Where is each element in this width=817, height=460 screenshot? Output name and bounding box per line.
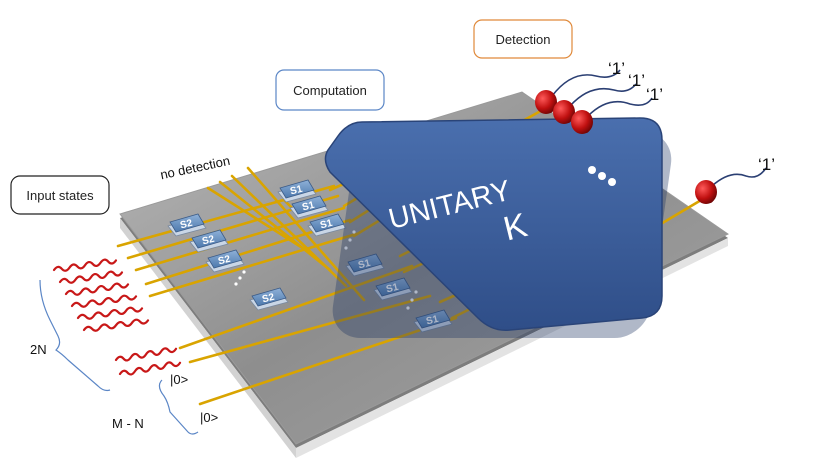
chip-s1: S1	[373, 277, 413, 301]
chip-label: S2	[261, 292, 276, 306]
chip-s2: S2	[249, 287, 289, 311]
unitary-shape	[324, 117, 663, 331]
chip-s1: S1	[277, 179, 317, 203]
chip-s1: S1	[289, 195, 329, 219]
chip-s1: S1	[307, 213, 347, 237]
waveguide-line	[246, 166, 366, 302]
chip-top	[279, 179, 315, 199]
chip-ellipsis-dot	[344, 246, 348, 250]
two-n-label: 2N	[30, 342, 47, 357]
photon-wave	[52, 258, 118, 272]
waveguide-line	[198, 316, 458, 406]
detector-head	[571, 110, 593, 134]
waveguide-line	[178, 264, 414, 350]
detector-output-label-1: ‘1’	[608, 59, 625, 78]
waveguide-line	[188, 294, 432, 364]
chip-s1: S1	[413, 309, 453, 333]
detector-head	[553, 100, 575, 124]
detector-wire	[711, 167, 767, 187]
photon-wave	[64, 282, 130, 296]
chip-top	[191, 229, 227, 249]
photon-wave	[76, 306, 144, 320]
chip-top	[207, 249, 243, 269]
photon-wave	[58, 270, 124, 284]
chip-top	[309, 213, 345, 233]
waveguide-line	[148, 232, 358, 298]
chip-top	[375, 277, 411, 297]
chip-label: S1	[319, 218, 334, 232]
brace-2n	[39, 279, 111, 392]
chip-s1: S1	[345, 253, 385, 277]
chip-top	[169, 213, 205, 233]
detector	[553, 83, 637, 124]
detection-label: Detection	[496, 32, 551, 47]
detector	[571, 97, 653, 134]
chip-top	[291, 195, 327, 215]
photon-wave	[118, 361, 182, 376]
ellipsis-dots	[588, 166, 616, 186]
chip-s2: S2	[189, 229, 229, 253]
detector-head	[695, 180, 717, 204]
input-states-label: Input states	[26, 188, 94, 203]
chip-label: S1	[357, 258, 372, 272]
waveguide-line	[652, 194, 710, 230]
detector	[535, 69, 621, 114]
m-minus-n-label: M - N	[112, 416, 144, 431]
ket-zero-label-2: |0>	[200, 410, 218, 425]
chip-label: S2	[217, 254, 232, 268]
chip-ellipsis-dot	[234, 282, 238, 286]
computation-label: Computation	[293, 83, 367, 98]
chip-label: S1	[425, 314, 440, 328]
chip-ellipsis-dot	[238, 276, 242, 280]
chip-label: S2	[201, 234, 216, 248]
photon-wave	[82, 318, 150, 332]
input-photon-waves	[52, 258, 182, 376]
photon-wave	[114, 347, 178, 362]
chip-top	[415, 309, 451, 329]
input-states-box: Input states	[10, 175, 110, 215]
no-detection-label: no detection	[159, 153, 231, 182]
chip-ellipsis-dot	[414, 290, 418, 294]
waveguide-line	[134, 206, 346, 272]
detector-wire	[587, 97, 653, 117]
ket-zero-label-1: |0>	[170, 372, 188, 387]
detector-wire	[551, 69, 621, 97]
detectors	[535, 69, 767, 204]
chip-label: S1	[301, 200, 316, 214]
waveguide-line	[206, 186, 314, 256]
chip-s2: S2	[205, 249, 245, 273]
detector-output-label-4: ‘1’	[758, 155, 775, 174]
detector-head	[535, 90, 557, 114]
brace-m-n	[158, 379, 199, 435]
chip-top	[251, 287, 287, 307]
detector-output-label-2: ‘1’	[628, 71, 645, 90]
detection-box: Detection	[473, 19, 573, 59]
detector	[695, 167, 767, 204]
photon-wave	[70, 294, 138, 308]
waveguide-line	[218, 180, 332, 272]
chip-label: S2	[179, 218, 194, 232]
chip-label: S1	[289, 184, 304, 198]
chip-ellipsis-dot	[242, 270, 246, 274]
chip-label: S1	[385, 282, 400, 296]
chip-ellipsis-dot	[410, 298, 414, 302]
chip-top	[347, 253, 383, 273]
unitary-block: UNITARY K	[324, 117, 672, 338]
chip-ellipsis-dot	[348, 238, 352, 242]
computation-box: Computation	[275, 69, 385, 111]
detector-wire	[569, 83, 637, 107]
chip-s2: S2	[167, 213, 207, 237]
chip-ellipsis-dot	[406, 306, 410, 310]
detector-output-label-3: ‘1’	[646, 85, 663, 104]
chip-ellipsis-dot	[352, 230, 356, 234]
